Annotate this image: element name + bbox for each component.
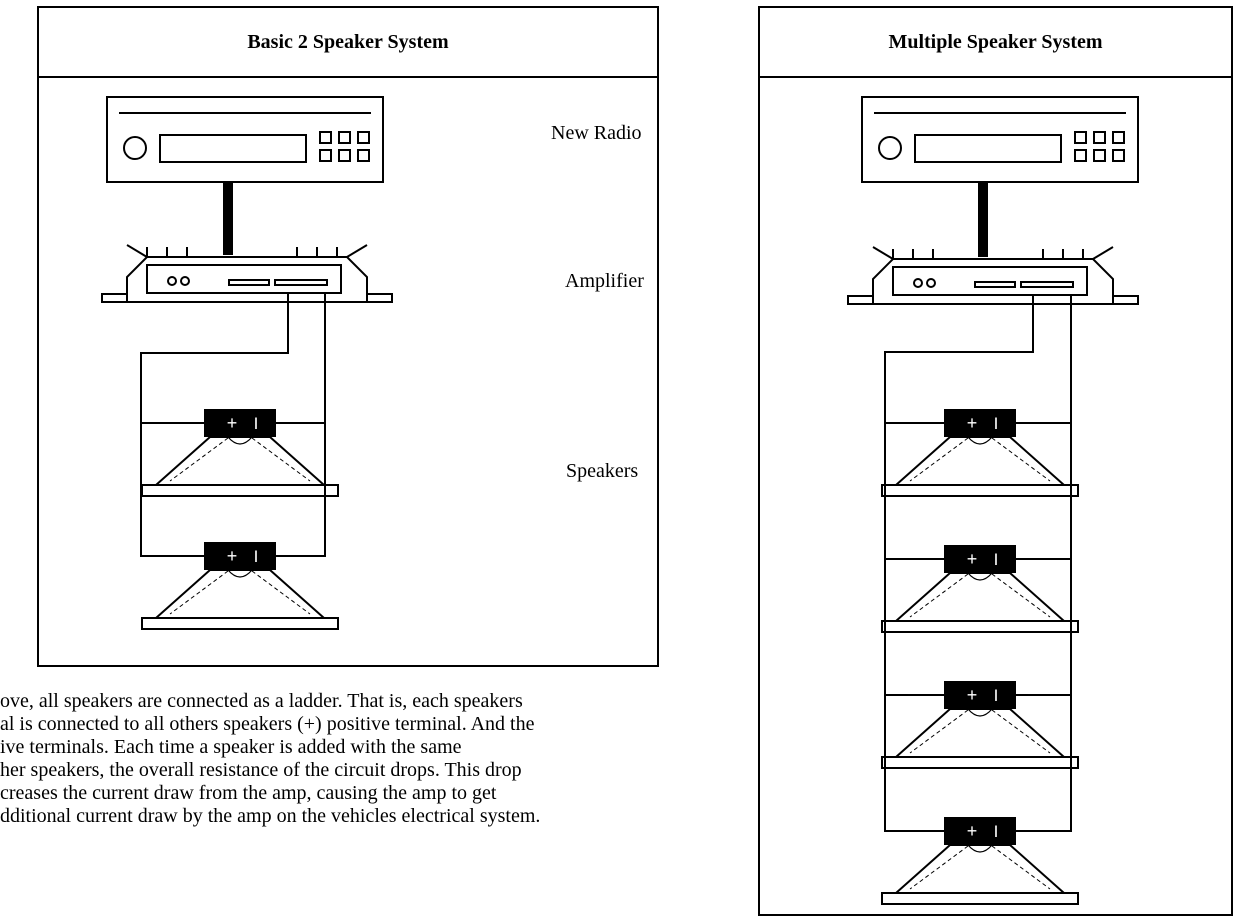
description-line: al is connected to all others speakers (… [0, 713, 535, 735]
speaker-plus-label: + [967, 549, 978, 569]
amplifier-icon [101, 244, 393, 303]
speaker-minus-label: I [994, 550, 999, 569]
speaker-icon: +I [881, 409, 1079, 497]
description-line: ove, all speakers are connected as a lad… [0, 690, 523, 712]
description-paragraph: ove, all speakers are connected as a lad… [0, 690, 735, 828]
multiple-system-title: Multiple Speaker System [760, 8, 1231, 78]
speaker-icon: +I [881, 681, 1079, 769]
speaker-minus-label: I [254, 414, 259, 433]
speaker-icon: +I [141, 542, 339, 630]
amplifier-icon [847, 246, 1139, 305]
speaker-plus-label: + [227, 546, 238, 566]
basic-system-title: Basic 2 Speaker System [39, 8, 657, 78]
speaker-minus-label: I [994, 822, 999, 841]
multiple-system-panel: Multiple Speaker System [758, 6, 1233, 916]
multiple-wiring [884, 182, 1072, 832]
amplifier-label: Amplifier [565, 270, 644, 292]
radio-icon [861, 96, 1139, 183]
description-line: dditional current draw by the amp on the… [0, 805, 541, 827]
speaker-plus-label: + [967, 685, 978, 705]
speaker-plus-label: + [967, 821, 978, 841]
speaker-minus-label: I [994, 414, 999, 433]
speaker-icon: +I [141, 409, 339, 497]
radio-label: New Radio [551, 122, 642, 144]
description-line: her speakers, the overall resistance of … [0, 759, 522, 781]
description-line: creases the current draw from the amp, c… [0, 782, 497, 804]
speaker-plus-label: + [967, 413, 978, 433]
speaker-icon: +I [881, 817, 1079, 905]
speaker-minus-label: I [994, 686, 999, 705]
radio-icon [106, 96, 384, 183]
speaker-minus-label: I [254, 547, 259, 566]
speaker-plus-label: + [227, 413, 238, 433]
basic-wiring [140, 182, 326, 557]
speaker-icon: +I [881, 545, 1079, 633]
description-line: ive terminals. Each time a speaker is ad… [0, 736, 462, 758]
speakers-label: Speakers [566, 460, 639, 482]
